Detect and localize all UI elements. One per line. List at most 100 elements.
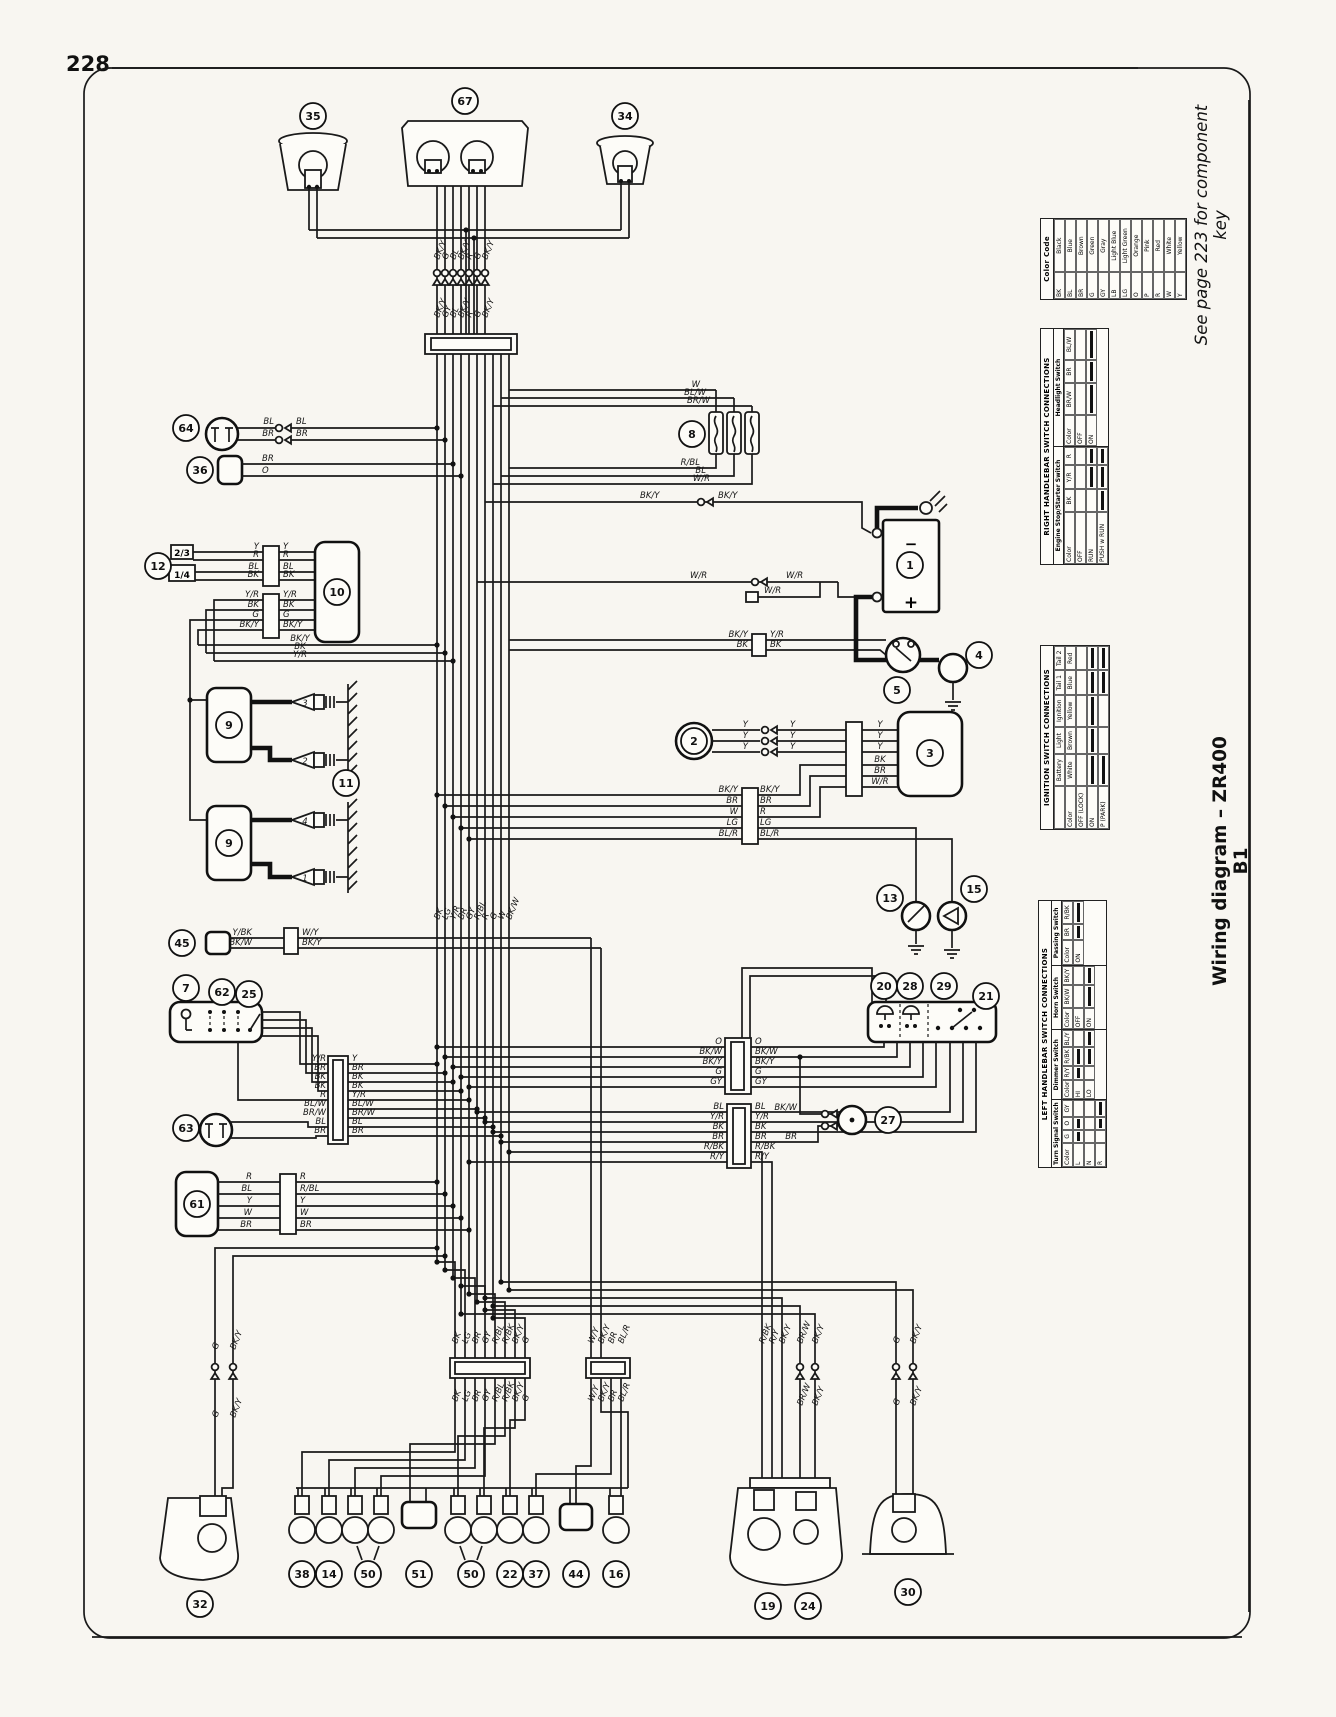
callout-circle-61 — [183, 1190, 211, 1218]
callout-circle-9 — [215, 829, 243, 857]
wire-label: BL/R — [760, 829, 779, 839]
table-title: LEFT HANDLEBAR SWITCH CONNECTIONS — [1039, 901, 1052, 1167]
connector-B-6pin — [466, 1042, 977, 1169]
wire-label: BR — [755, 1132, 767, 1142]
table-cell: Color — [1062, 1007, 1073, 1030]
wire-label: BR/W — [352, 1108, 376, 1118]
wire-label: 2 — [302, 757, 307, 767]
wire-label: R — [283, 550, 289, 560]
table-cell — [1095, 1116, 1106, 1130]
callout-circle-62 — [208, 978, 236, 1006]
callout-circle-34 — [611, 102, 639, 130]
wire-label: BK — [283, 600, 296, 610]
wire-label: BL — [248, 562, 259, 572]
callout-number: 63 — [178, 1122, 193, 1135]
table-cell — [1097, 447, 1108, 466]
wire-label: W/R — [693, 474, 710, 484]
table-cell: OFF — [1073, 1007, 1084, 1030]
wire-label: G — [283, 610, 290, 620]
wire-label: Y/R — [293, 650, 307, 660]
table-cell — [1075, 465, 1086, 490]
wire-label: R — [465, 310, 477, 319]
table-cell: P (PARK) — [1098, 785, 1109, 829]
callout-number: 32 — [192, 1598, 207, 1611]
wire-label: BK/Y — [240, 620, 260, 630]
callout-circle-24 — [794, 1592, 822, 1620]
wire-label: BK/W — [755, 1047, 778, 1057]
table-title: RIGHT HANDLEBAR SWITCH CONNECTIONS — [1041, 329, 1054, 564]
table-cell: BK — [1054, 272, 1065, 299]
wire-label: BK/Y — [760, 785, 780, 795]
table-title: IGNITION SWITCH CONNECTIONS — [1041, 646, 1054, 829]
wire-label: BK/Y — [909, 1323, 926, 1346]
table-cell: G — [1062, 1129, 1073, 1143]
table-cell: Red — [1153, 219, 1164, 273]
callout-circle-44 — [562, 1560, 590, 1588]
wire-label: BK — [283, 570, 296, 580]
callout-circle-10 — [323, 578, 351, 606]
wire-label: BR/W — [303, 1108, 327, 1118]
wire-label: BK/Y — [811, 1385, 828, 1408]
wire-label: BR — [314, 1126, 326, 1136]
instrument-bulbs — [288, 1495, 630, 1561]
front-turn-signal-35 — [278, 132, 348, 191]
table-cell: Red — [1065, 646, 1076, 671]
horn-27 — [751, 1054, 868, 1143]
wire-label: R — [760, 807, 766, 817]
wire-label: R/BL — [300, 1184, 320, 1194]
table-cell: BL — [1065, 272, 1076, 299]
table-cell — [1073, 985, 1084, 1008]
wire-label: BL/R — [719, 829, 738, 839]
wire-label: Y — [283, 542, 289, 552]
wire-label: LG — [461, 1388, 475, 1403]
table-cell — [1087, 726, 1098, 755]
callout-circle-29 — [930, 972, 958, 1000]
callout-number: 50 — [463, 1568, 479, 1581]
table-cell: Orange — [1131, 219, 1142, 273]
wire-label: BR — [712, 1132, 724, 1142]
wire-label: BK — [294, 642, 307, 652]
wire-label: BR — [314, 1063, 326, 1073]
wire-label: O — [262, 466, 269, 476]
callout-circle-16 — [602, 1560, 630, 1588]
wire-label: R/Y — [710, 1152, 725, 1162]
table-cell: LG — [1120, 272, 1131, 299]
table-cell: White — [1065, 754, 1076, 786]
wire-label: Y — [877, 731, 883, 741]
table-cell — [1076, 694, 1087, 727]
table-cell — [1095, 1129, 1106, 1143]
table-cell: BL/W — [1064, 329, 1075, 360]
callout-number: 19 — [760, 1600, 775, 1613]
table-cell: Tail 2 — [1054, 646, 1065, 671]
table-cell: Brown — [1065, 726, 1076, 755]
table-cell — [1098, 726, 1109, 755]
connector-36 — [216, 454, 464, 486]
wire-label: R/BK — [704, 1142, 726, 1152]
wire-label: G — [521, 1335, 533, 1345]
callout-number: 10 — [329, 586, 345, 599]
callout-circle-3 — [916, 739, 944, 767]
callout-circle-2 — [680, 727, 708, 755]
wire-label: BK/Y — [229, 1329, 246, 1352]
callout-number: 50 — [360, 1568, 376, 1581]
wire-label: BR — [457, 906, 471, 921]
callout-number: 14 — [321, 1568, 337, 1581]
fuse-block-8 — [493, 389, 760, 485]
table-cell: Light Green — [1120, 219, 1131, 273]
table-cell: R — [1153, 272, 1164, 299]
table-cell: R/BK — [1062, 901, 1073, 924]
wire-label: BR — [296, 429, 308, 439]
wire-label: Y/R — [245, 590, 259, 600]
table-cell: L — [1073, 1142, 1084, 1167]
table-cell: R/Y — [1062, 1065, 1073, 1080]
table-cell: BK/W — [1062, 985, 1073, 1008]
table-cell: BR — [1064, 359, 1075, 384]
callout-circle-21 — [972, 982, 1000, 1010]
wire-label: BL — [713, 1102, 724, 1112]
wire-label: BL — [695, 466, 706, 476]
callout-circle-11 — [332, 769, 360, 797]
callout-circle-51 — [405, 1560, 433, 1588]
wire-label: BK — [451, 1387, 465, 1403]
wire-label: W/R — [871, 777, 888, 787]
